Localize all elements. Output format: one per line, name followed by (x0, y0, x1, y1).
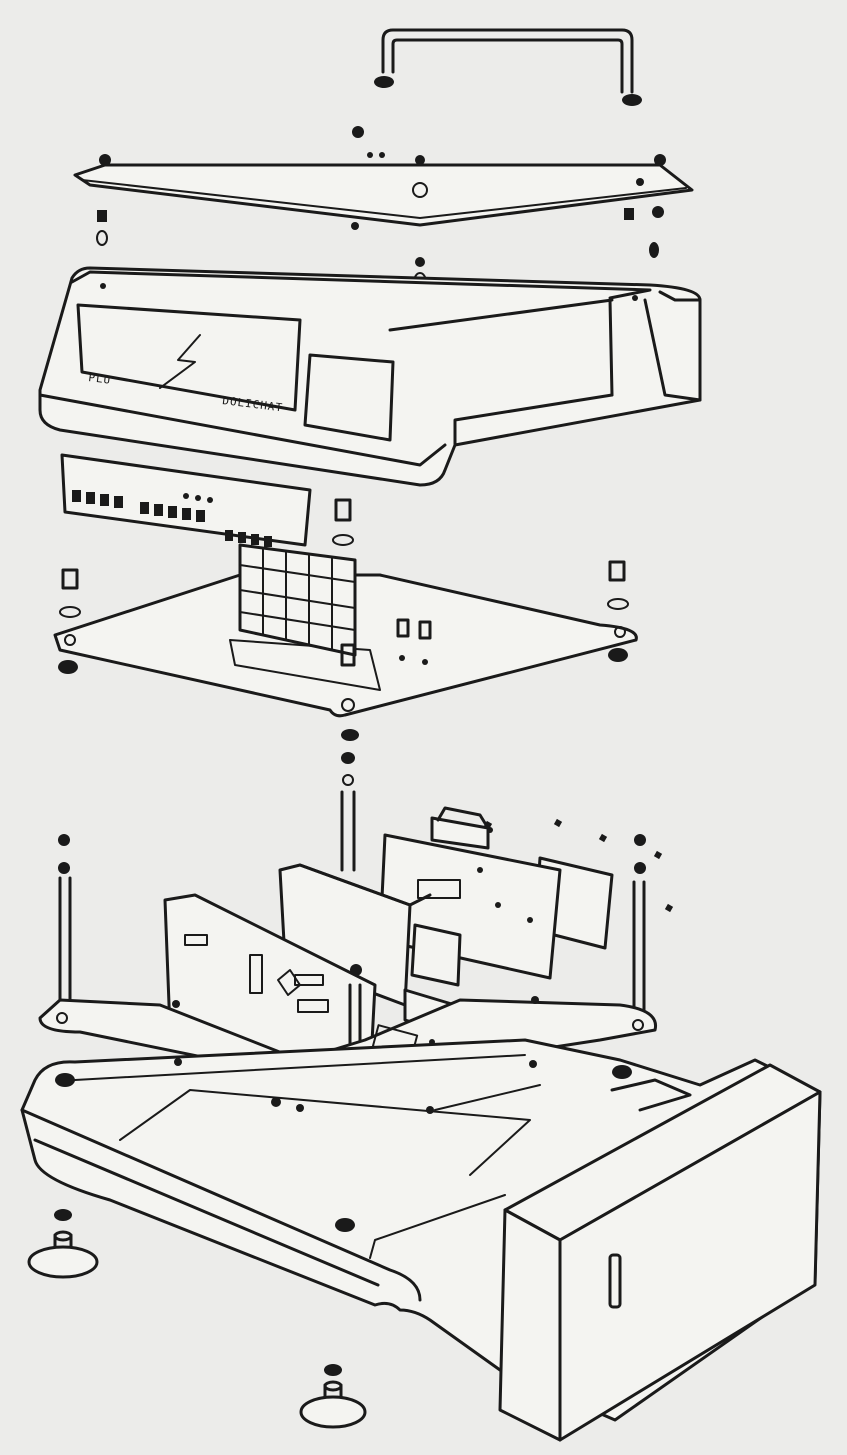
keyboard-panel (60, 453, 312, 547)
middle-chassis-plate (53, 543, 638, 718)
key-row (72, 490, 272, 547)
side-battery-box (498, 1063, 822, 1442)
top-cover-plate (73, 126, 694, 227)
display-plu-label: PLU (88, 371, 112, 387)
loose-screws (58, 818, 674, 913)
adjustable-foot-left (27, 1209, 99, 1279)
center-threaded-rod (340, 790, 356, 872)
carry-handle (374, 28, 642, 106)
adjustable-foot-center (299, 1364, 367, 1429)
upper-housing: PLU DOLICHAT (38, 266, 702, 487)
chassis-screws (58, 498, 629, 786)
